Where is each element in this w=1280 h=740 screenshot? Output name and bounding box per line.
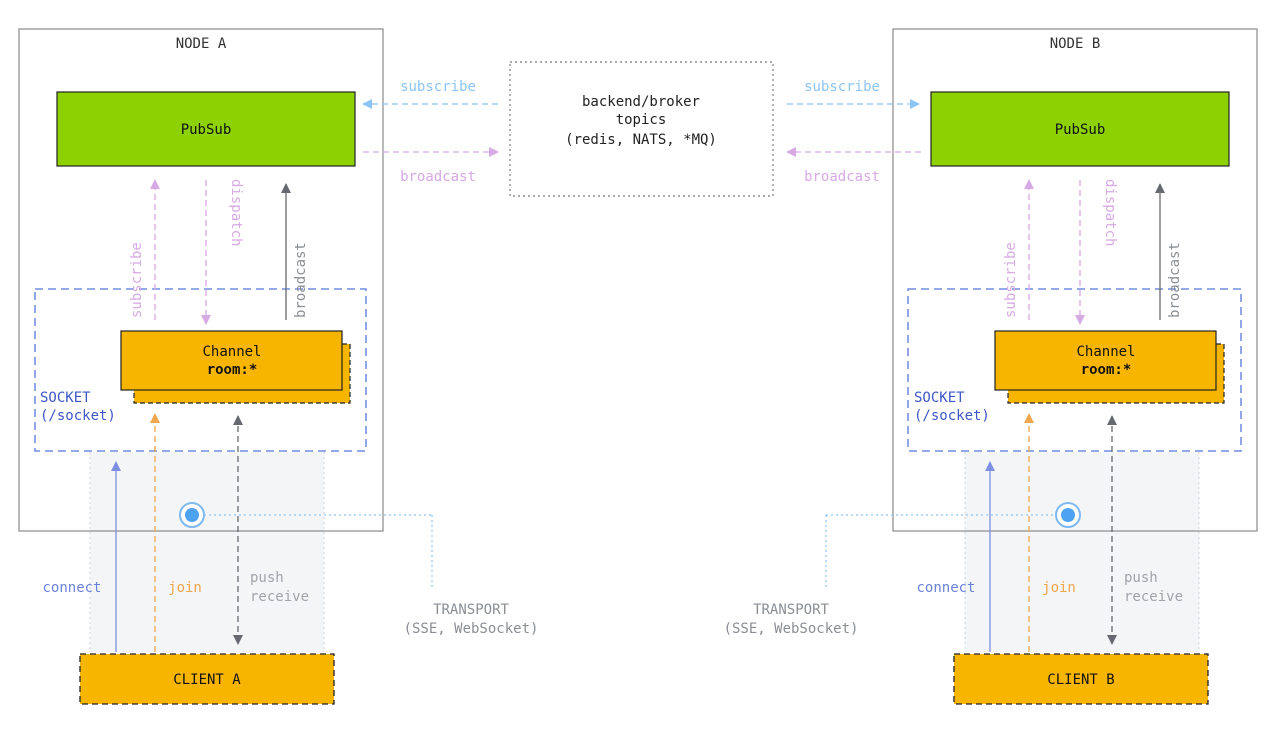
broker-label-line3: (redis, NATS, *MQ): [565, 132, 717, 148]
transport-band-a: [90, 452, 324, 652]
node-a-broker-subscribe-label: subscribe: [400, 79, 476, 95]
node-b-channel: [994, 330, 1217, 391]
node-b-socket-label-1: SOCKET: [914, 390, 965, 406]
node-b-transport-label-1: TRANSPORT: [753, 602, 829, 618]
node-b-join-label: join: [1042, 580, 1076, 596]
client-a: [79, 653, 335, 705]
client-a-label: CLIENT A: [173, 672, 241, 688]
node-b-channel-label-2: room:*: [1081, 362, 1132, 378]
client-b-label: CLIENT B: [1047, 672, 1114, 688]
node-b-receive-label: receive: [1124, 589, 1183, 605]
node-b-dispatch-label: dispatch: [1102, 179, 1118, 246]
node-b-transport-label-2: (SSE, WebSocket): [724, 621, 859, 637]
node-a-channel-label-2: room:*: [207, 362, 258, 378]
node-a-broadcast-label: broadcast: [293, 242, 309, 318]
client-b: [953, 653, 1209, 705]
node-a-channel-label-1: Channel: [202, 344, 261, 360]
node-b-channel-label-1: Channel: [1076, 344, 1135, 360]
node-b-connect-label: connect: [916, 580, 975, 596]
node-b-broker-subscribe-label: subscribe: [804, 79, 880, 95]
node-a-connect-label: connect: [42, 580, 101, 596]
broker-label-line2: topics: [616, 112, 667, 128]
node-a-frame: [18, 28, 384, 532]
node-a-subscribe-label: subscribe: [129, 242, 145, 318]
node-a-socket: [34, 288, 367, 452]
node-b-pubsub: [930, 91, 1230, 167]
node-b-pubsub-label: PubSub: [1055, 122, 1106, 138]
node-a-transport-label-2: (SSE, WebSocket): [404, 621, 539, 637]
node-b: NODE B PubSub SOCKET (/socket) Channel r…: [724, 28, 1258, 705]
node-a-title: NODE A: [176, 36, 227, 52]
node-a-socket-label-1: SOCKET: [40, 390, 91, 406]
node-b-broadcast-label: broadcast: [1167, 242, 1183, 318]
transport-band-b: [965, 452, 1199, 652]
node-a-join-label: join: [168, 580, 202, 596]
node-a-receive-label: receive: [250, 589, 309, 605]
node-a-socket-label-2: (/socket): [40, 408, 116, 424]
node-b-socket-label-2: (/socket): [914, 408, 990, 424]
node-a-dispatch-label: dispatch: [228, 179, 244, 246]
node-b-broker-broadcast-label: broadcast: [804, 169, 880, 185]
node-a-pubsub-label: PubSub: [181, 122, 232, 138]
node-b-push-label: push: [1124, 570, 1158, 586]
node-a-push-label: push: [250, 570, 284, 586]
broker-box: backend/broker topics (redis, NATS, *MQ): [509, 61, 774, 197]
node-a-broker-broadcast-label: broadcast: [400, 169, 476, 185]
node-b-title: NODE B: [1050, 36, 1101, 52]
node-a: NODE A PubSub SOCKET (/socket) Channel r…: [18, 28, 539, 705]
broker-label-line1: backend/broker: [582, 94, 700, 110]
node-a-transport-label-1: TRANSPORT: [433, 602, 509, 618]
node-a-pubsub: [56, 91, 356, 167]
node-b-subscribe-label: subscribe: [1003, 242, 1019, 318]
node-b-frame: [892, 28, 1258, 532]
node-a-channel: [120, 330, 343, 391]
